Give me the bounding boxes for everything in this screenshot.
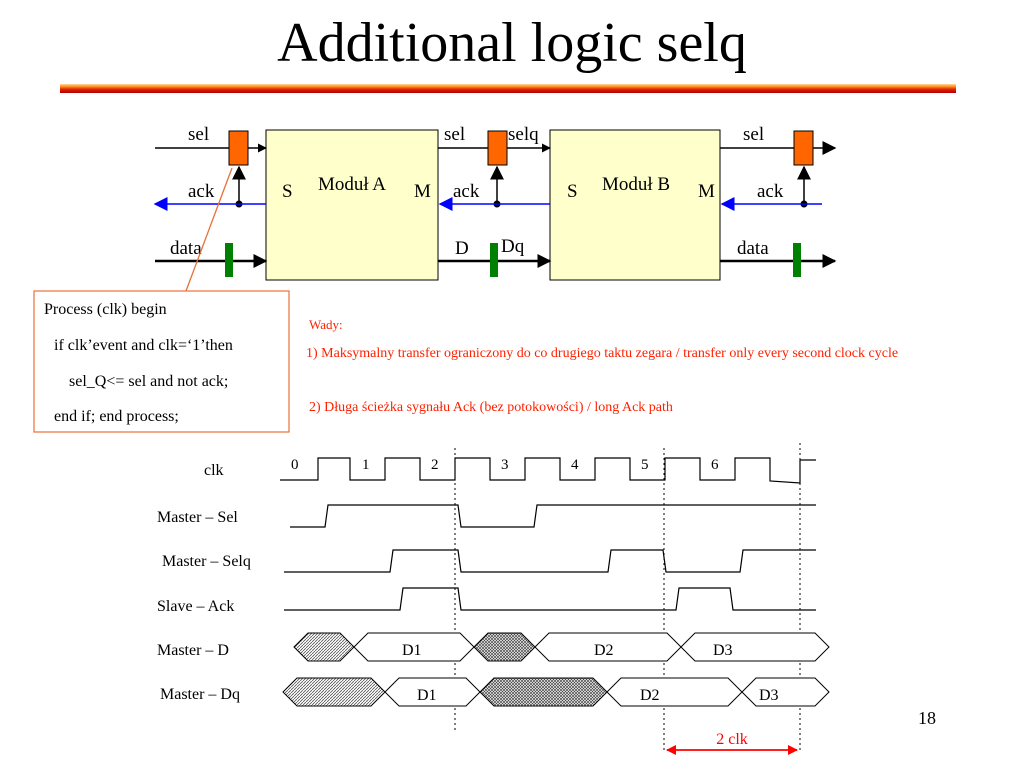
code-line-3: sel_Q<= sel and not ack; (69, 373, 228, 390)
sel-register-left (228, 130, 249, 166)
master-dq-value-3: D3 (759, 687, 779, 704)
notes-item-1: 1) Maksymalny transfer ograniczony do co… (306, 346, 899, 361)
slide-title: Additional logic selq (277, 12, 747, 74)
module-a-master-port: M (414, 181, 431, 202)
clk-cycle-4: 4 (571, 457, 579, 473)
ack-label-mid: ack (453, 181, 480, 202)
code-line-2: if clk’event and clk=‘1’then (54, 337, 233, 354)
two-clk-span-label: 2 clk (716, 731, 748, 748)
ack-label-left: ack (188, 181, 215, 202)
disadvantages-notes: Wady: 1) Maksymalny transfer ograniczony… (306, 317, 899, 415)
master-dq-waveform: D1 D2 D3 (282, 677, 830, 707)
module-b-name: Moduł B (602, 174, 670, 195)
slave-ack-label: Slave – Ack (157, 598, 234, 615)
title-underline (60, 84, 956, 93)
notes-heading: Wady: (309, 317, 343, 332)
module-a-slave-port: S (282, 181, 293, 202)
master-d-waveform: D1 D2 D3 (293, 632, 830, 662)
dq-label-mid: Dq (501, 236, 525, 257)
clk-cycle-3: 3 (501, 457, 509, 473)
selq-label-mid: selq (508, 124, 539, 145)
callout-pointer (185, 167, 233, 292)
timing-diagram: clk 0 1 2 3 4 5 6 Master – Sel Master – … (157, 443, 830, 755)
master-dq-invalid-2 (479, 677, 608, 707)
clk-cycle-2: 2 (431, 457, 439, 473)
sel-register-mid (487, 130, 508, 166)
clk-waveform (280, 457, 816, 484)
d-label-mid: D (455, 238, 469, 259)
master-sel-waveform (290, 504, 816, 528)
master-d-label: Master – D (157, 642, 229, 659)
ack-label-right: ack (757, 181, 784, 202)
data-label-left: data (170, 238, 202, 259)
data-register-right (793, 243, 801, 277)
code-line-4: end if; end process; (54, 408, 179, 425)
master-dq-invalid-1 (282, 677, 386, 707)
master-dq-label: Master – Dq (160, 686, 240, 703)
master-dq-value-2: D2 (640, 687, 660, 704)
master-sel-label: Master – Sel (157, 509, 238, 526)
process-box-border (33, 290, 290, 433)
code-line-1: Process (clk) begin (44, 301, 167, 318)
master-selq-label: Master – Selq (162, 553, 251, 570)
page-number: 18 (918, 708, 936, 728)
master-dq-value-1: D1 (417, 687, 437, 704)
data-register-mid (490, 243, 498, 277)
clk-cycle-1: 1 (362, 457, 370, 473)
data-register-left (225, 243, 233, 277)
slave-ack-waveform (284, 587, 816, 611)
sel-label-mid: sel (444, 124, 465, 145)
master-d-invalid-1 (293, 632, 355, 662)
process-code-box: Process (clk) begin if clk’event and clk… (33, 290, 290, 433)
module-b-slave-port: S (567, 181, 578, 202)
clk-cycle-0: 0 (291, 457, 299, 473)
master-d-value-2: D2 (594, 642, 614, 659)
sel-register-right (793, 130, 814, 166)
module-b (549, 129, 721, 281)
master-d-value-1: D1 (402, 642, 422, 659)
master-selq-waveform (284, 549, 816, 573)
master-d-invalid-2 (473, 632, 536, 662)
sel-label-left: sel (188, 124, 209, 145)
clk-signal-label: clk (204, 462, 224, 479)
master-d-value-3: D3 (713, 642, 733, 659)
module-b-master-port: M (698, 181, 715, 202)
sel-label-right: sel (743, 124, 764, 145)
data-label-right: data (737, 238, 769, 259)
clk-cycle-5: 5 (641, 457, 649, 473)
master-dq-segment-d2 (606, 677, 743, 707)
clk-cycle-6: 6 (711, 457, 719, 473)
notes-item-2: 2) Długa ścieżka sygnału Ack (bez potoko… (309, 400, 673, 415)
block-diagram: Moduł A Moduł B S M S M (153, 124, 837, 292)
module-a-name: Moduł A (318, 174, 386, 195)
master-dq-segment-d3 (741, 677, 830, 707)
master-d-segment-d3 (680, 632, 830, 662)
module-a (265, 129, 439, 281)
